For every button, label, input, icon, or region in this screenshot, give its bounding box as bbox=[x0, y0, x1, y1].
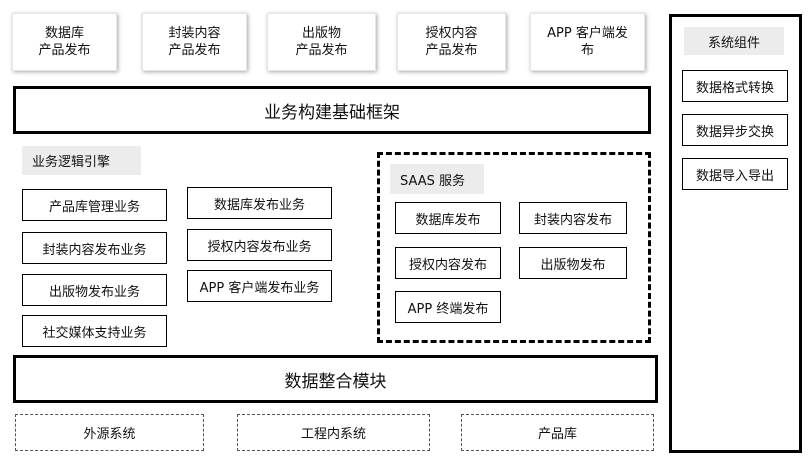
framework-bar: 业务构建基础框架 bbox=[13, 86, 651, 134]
source-system: 工程内系统 bbox=[237, 414, 430, 451]
product-card-label: 数据库 产品发布 bbox=[38, 26, 91, 58]
business-logic-title: 业务逻辑引擎 bbox=[22, 146, 141, 175]
component-item: 数据导入导出 bbox=[682, 158, 788, 190]
saas-item: 授权内容发布 bbox=[395, 247, 501, 279]
system-components-title: 系统组件 bbox=[684, 27, 784, 55]
business-item: 出版物发布业务 bbox=[22, 274, 167, 306]
saas-item: 数据库发布 bbox=[395, 202, 501, 234]
saas-item: 封装内容发布 bbox=[519, 202, 627, 234]
product-card-packaged-content: 封装内容 产品发布 bbox=[142, 13, 247, 71]
business-item: 授权内容发布业务 bbox=[187, 229, 332, 261]
saas-title: SAAS 服务 bbox=[390, 164, 484, 194]
business-item: 封装内容发布业务 bbox=[22, 232, 167, 264]
component-item: 数据异步交换 bbox=[682, 114, 788, 146]
business-item: 数据库发布业务 bbox=[187, 187, 332, 219]
product-card-label: APP 客户端发 布 bbox=[547, 26, 628, 58]
source-system: 产品库 bbox=[461, 414, 654, 451]
product-card-app-client: APP 客户端发 布 bbox=[530, 13, 645, 71]
business-item: 社交媒体支持业务 bbox=[22, 315, 167, 347]
product-card-label: 封装内容 产品发布 bbox=[168, 26, 221, 58]
saas-item: 出版物发布 bbox=[519, 247, 627, 279]
product-card-label: 授权内容 产品发布 bbox=[425, 26, 478, 58]
framework-label: 业务构建基础框架 bbox=[264, 102, 400, 123]
integration-label: 数据整合模块 bbox=[284, 371, 387, 392]
saas-container bbox=[377, 152, 651, 343]
business-item: APP 客户端发布业务 bbox=[187, 270, 332, 302]
product-card-database: 数据库 产品发布 bbox=[12, 13, 117, 71]
business-item: 产品库管理业务 bbox=[22, 189, 167, 221]
product-card-label: 出版物 产品发布 bbox=[295, 26, 348, 58]
integration-bar: 数据整合模块 bbox=[13, 355, 658, 403]
component-item: 数据格式转换 bbox=[682, 70, 788, 102]
saas-item: APP 终端发布 bbox=[395, 291, 501, 323]
source-system: 外源系统 bbox=[15, 414, 204, 451]
product-card-licensed-content: 授权内容 产品发布 bbox=[397, 13, 506, 71]
product-card-publication: 出版物 产品发布 bbox=[267, 13, 376, 71]
